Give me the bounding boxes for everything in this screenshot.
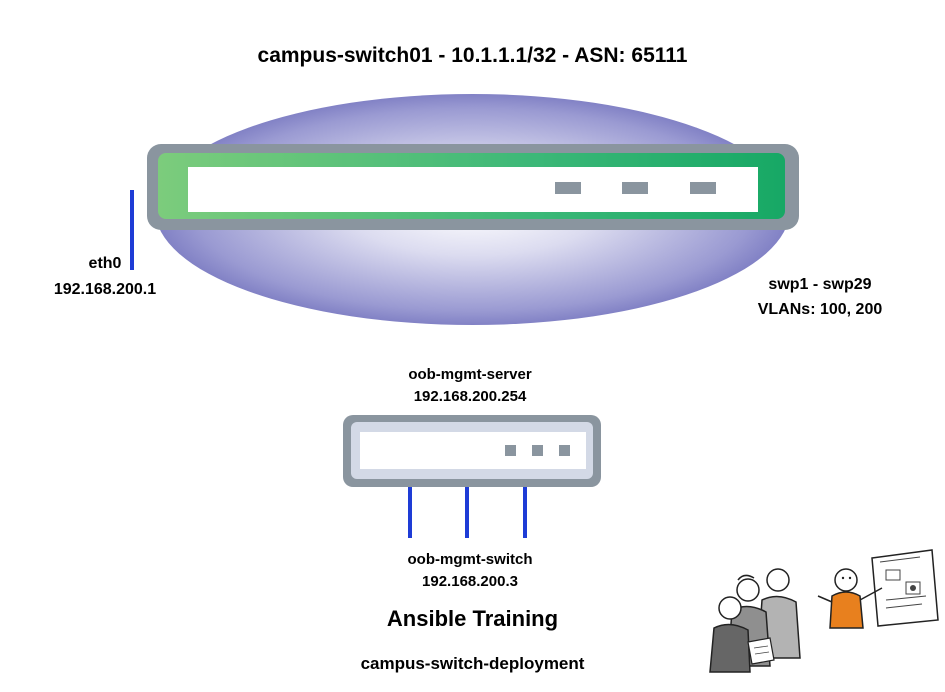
swp-vlans-label: VLANs: 100, 200 xyxy=(757,301,883,318)
diagram-subtitle: Ansible Training xyxy=(386,606,559,631)
oob-link-line xyxy=(523,487,527,538)
oob-link-line xyxy=(408,487,412,538)
eth0-link-line xyxy=(130,190,134,270)
oob-server-name-label: oob-mgmt-server xyxy=(408,366,532,383)
diagram-footer: campus-switch-deployment xyxy=(360,654,585,673)
switch-port-icon xyxy=(622,182,648,194)
eth0-ip-label: 192.168.200.1 xyxy=(53,281,157,298)
server-port-icon xyxy=(505,445,516,456)
eth0-label: eth0 xyxy=(88,255,122,272)
training-group-illustration-icon xyxy=(709,549,939,673)
diagram-title: campus-switch01 - 10.1.1.1/32 - ASN: 651… xyxy=(257,44,688,67)
oob-server-ip-label: 192.168.200.254 xyxy=(413,388,527,405)
oob-server-panel xyxy=(360,432,586,469)
server-port-icon xyxy=(559,445,570,456)
switch-port-icon xyxy=(690,182,716,194)
campus-switch-panel xyxy=(188,167,758,212)
swp-ports-label: swp1 - swp29 xyxy=(768,276,872,293)
switch-port-icon xyxy=(555,182,581,194)
oob-link-line xyxy=(465,487,469,538)
server-port-icon xyxy=(532,445,543,456)
oob-switch-ip-label: 192.168.200.3 xyxy=(422,573,518,590)
oob-switch-name-label: oob-mgmt-switch xyxy=(407,551,533,568)
